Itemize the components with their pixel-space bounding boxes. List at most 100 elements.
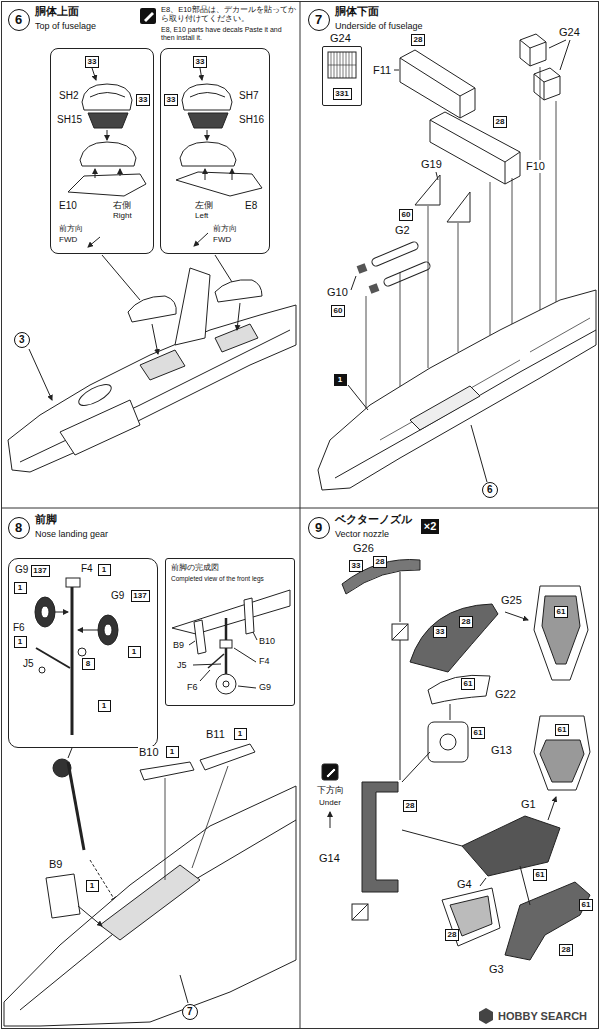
color-number: 33: [167, 96, 176, 104]
step-title: Nose landing gear: [34, 529, 109, 539]
vector-nozzle-drawing: [402, 830, 462, 846]
nose-gear-drawing: [220, 640, 232, 648]
step-title: 前脚: [34, 513, 58, 526]
nose-gear-drawing: [78, 648, 86, 656]
step-reference: 1: [334, 374, 347, 386]
part-label: J5: [22, 658, 35, 670]
part-label: G3: [488, 963, 505, 976]
fuselage-underside-drawing: [328, 52, 356, 78]
color-number: 60: [402, 211, 411, 219]
color-number: 61: [582, 901, 591, 909]
color-number: 33: [88, 58, 97, 66]
color-number: 1: [18, 638, 22, 646]
color-callout: 33: [433, 626, 447, 638]
fuselage-underside-drawing: [560, 40, 570, 70]
color-callout: 60: [331, 305, 345, 317]
color-callout: 1: [166, 746, 179, 758]
note-icon: [140, 8, 156, 24]
canopy-part-drawing: [182, 84, 232, 110]
color-callout: 33: [164, 94, 178, 106]
direction-label: 前方向: [212, 224, 238, 233]
nose-gear-drawing: [208, 654, 224, 668]
part-label: G1: [520, 798, 537, 811]
fuselage-underside-drawing: [400, 58, 475, 118]
fuselage-underside-drawing: [549, 40, 566, 48]
detail-inset: 3333SH7SH16E8左側Left前方向FWD: [160, 48, 270, 254]
step-title: 胴体下面: [334, 5, 380, 18]
nose-gear-drawing: [238, 686, 256, 688]
step-number: 9: [309, 518, 328, 537]
color-callout: 8: [82, 658, 95, 670]
vector-nozzle-drawing: [520, 866, 530, 905]
part-label: E10: [58, 200, 78, 212]
note-text: E8, E10 parts have decals Paste it and t…: [160, 26, 298, 42]
color-callout: 1: [234, 728, 247, 740]
nose-gear-drawing: [189, 641, 195, 645]
step-number: 6: [9, 10, 28, 29]
nose-gear-drawing: [98, 615, 118, 645]
part-label: G13: [490, 744, 513, 757]
fuselage-underside-drawing: [335, 330, 596, 478]
nose-gear-drawing: [193, 664, 221, 665]
vector-nozzle-drawing: [548, 797, 556, 820]
part-label: G24: [329, 32, 352, 45]
vector-nozzle-drawing: [442, 888, 500, 946]
nose-gear-drawing: [180, 975, 188, 1003]
nose-gear-drawing: [68, 748, 72, 758]
part-label: G2: [394, 224, 411, 237]
watermark: HOBBY SEARCH: [497, 1010, 588, 1023]
color-number: 61: [474, 729, 483, 737]
canopy-part-drawing: [68, 68, 262, 247]
color-number: 28: [376, 558, 385, 566]
fuselage-top-drawing: [237, 303, 240, 330]
fuselage-underside-drawing: [328, 52, 356, 78]
part-label: SH16: [238, 114, 265, 126]
vector-nozzle-drawing: [540, 740, 584, 782]
color-number: 33: [196, 58, 205, 66]
quantity-badge: ×2: [421, 519, 439, 534]
vector-nozzle-drawing: [450, 704, 451, 720]
color-number: 1: [90, 882, 94, 890]
color-callout: 1: [128, 646, 141, 658]
fuselage-underside-drawing: [388, 266, 426, 282]
vector-nozzle-drawing: [505, 612, 528, 620]
direction-label: FWD: [212, 235, 232, 244]
color-callout: 28: [411, 34, 425, 46]
fuselage-underside-drawing: [376, 246, 414, 262]
part-label: B9: [172, 640, 185, 650]
nose-gear-drawing: [55, 612, 68, 613]
fuselage-underside-drawing: [410, 386, 480, 430]
canopy-part-drawing: [200, 68, 202, 80]
nose-gear-drawing: [71, 582, 74, 735]
nose-gear-drawing: [41, 606, 49, 618]
nose-gear-drawing: [192, 766, 228, 868]
fuselage-underside-drawing: [348, 385, 368, 410]
step-reference: 3: [14, 332, 30, 348]
color-number: 28: [562, 946, 571, 954]
nose-gear-drawing: [46, 874, 80, 918]
part-label: F10: [525, 160, 546, 173]
color-number: 28: [414, 36, 423, 44]
color-callout: 28: [459, 616, 473, 628]
fuselage-top-drawing: [102, 255, 140, 300]
vector-nozzle-drawing: [326, 768, 336, 778]
fuselage-top-drawing: [20, 330, 290, 462]
color-callout: 28: [493, 116, 507, 128]
nose-gear-drawing: [78, 630, 98, 631]
part-label: G25: [500, 594, 523, 607]
nose-gear-drawing: [140, 762, 194, 780]
vector-nozzle-drawing: [428, 722, 468, 762]
color-number: 60: [334, 307, 343, 315]
color-callout: 33: [136, 94, 150, 106]
direction-label: 前方向: [58, 224, 84, 233]
nose-gear-drawing: [200, 744, 255, 770]
direction-label: Under: [318, 798, 342, 807]
fuselage-underside-drawing: [380, 318, 590, 440]
color-number: 1: [102, 702, 106, 710]
part-inset: 331G24: [322, 46, 362, 106]
fuselage-underside-drawing: [471, 425, 487, 482]
direction-label: FWD: [58, 235, 78, 244]
color-number: 33: [352, 562, 361, 570]
nose-gear-drawing: [104, 624, 112, 636]
